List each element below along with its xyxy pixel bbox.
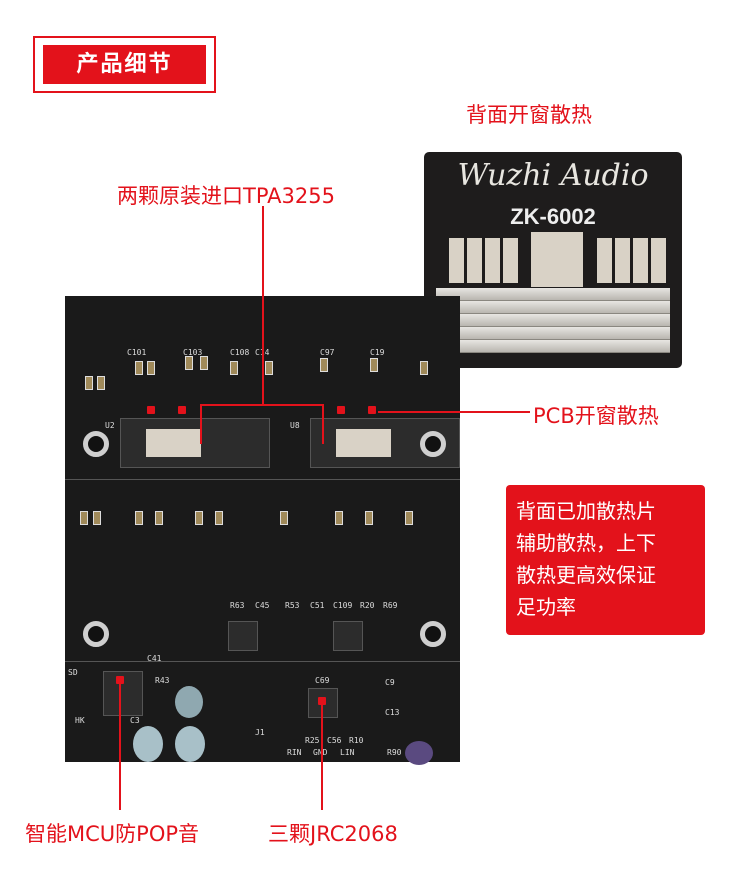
label-back-heatsink: 背面开窗散热 <box>466 103 592 127</box>
section-title: 产品细节 <box>43 45 206 84</box>
brand-logo: Wuzhi Audio <box>457 158 649 193</box>
model-text: ZK-6002 <box>510 204 596 229</box>
label-tpa3255: 两颗原装进口TPA3255 <box>117 184 335 208</box>
back-board-photo: Wuzhi Audio ZK-6002 <box>424 152 682 368</box>
heatsink-note: 背面已加散热片 辅助散热，上下 散热更高效保证 足功率 <box>506 485 705 635</box>
label-pcb-window: PCB开窗散热 <box>533 404 659 428</box>
label-mcu: 智能MCU防POP音 <box>25 822 200 846</box>
label-jrc2068: 三颗JRC2068 <box>268 822 398 846</box>
tpa3255-chip-left <box>120 418 270 468</box>
section-header: 产品细节 <box>33 36 216 93</box>
